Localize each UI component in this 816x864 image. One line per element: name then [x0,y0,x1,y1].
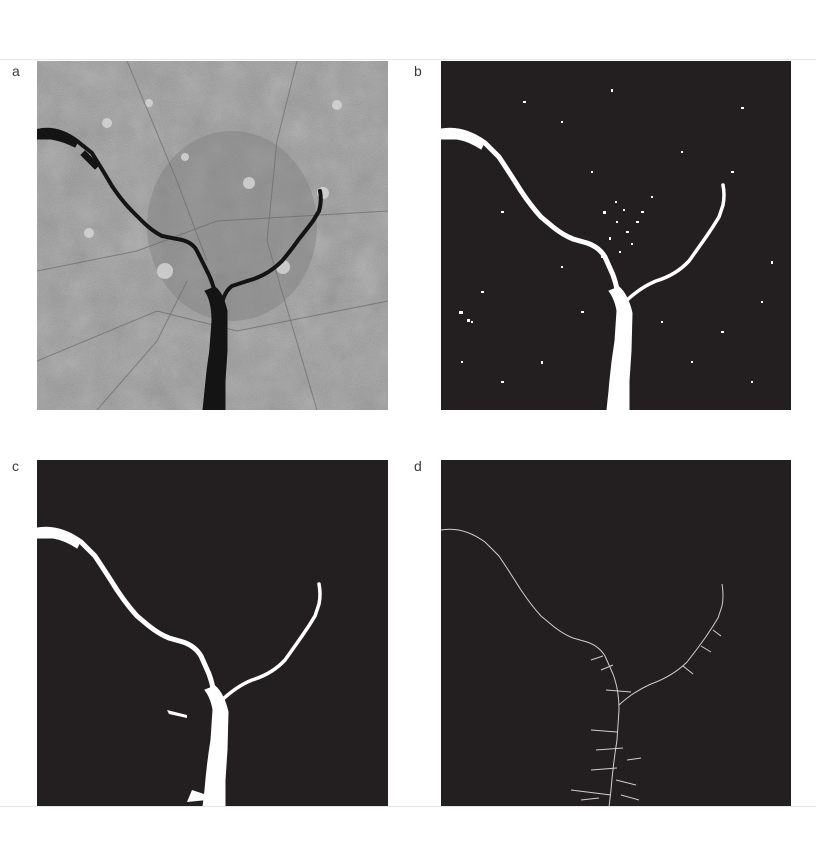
noise-speckles [459,89,773,383]
skeleton [441,460,791,807]
river-mask-cleaned [37,526,322,807]
panel-d-skeleton [441,460,791,807]
urban-area [147,131,317,321]
panel-b-threshold-mask [441,61,791,410]
panel-a-satellite-image [37,61,388,410]
panel-c-cleaned-mask [37,460,388,807]
road-network [37,61,388,410]
panel-b-label: b [414,63,422,79]
panel-d-label: d [414,458,422,474]
river-centerline [441,528,724,807]
river-dark [37,127,323,410]
satellite-image [37,61,388,410]
bottom-divider [0,806,816,807]
cleaned-mask [37,460,388,807]
bright-patches [84,99,342,279]
mask-background [441,460,791,807]
top-divider [0,59,816,60]
river-mask [441,127,726,410]
threshold-mask [441,61,791,410]
panel-a-label: a [12,63,20,79]
panel-c-label: c [12,458,19,474]
